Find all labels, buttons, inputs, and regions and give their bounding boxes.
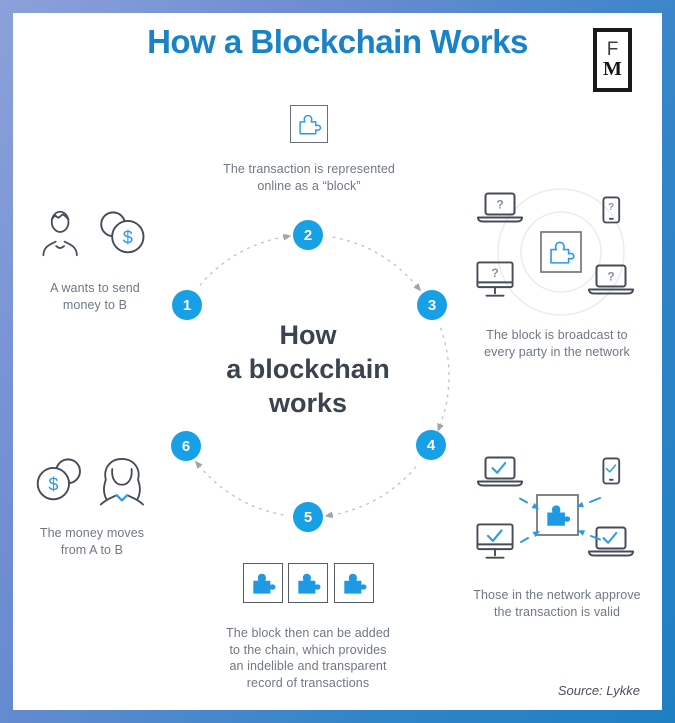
arrowhead-to-4 [437, 423, 444, 432]
arc-1-2 [199, 236, 284, 286]
question-mark-icon: ? [496, 198, 503, 212]
block-filled-icon [243, 563, 283, 603]
checkmark-icon [115, 494, 129, 502]
arrowhead-to-6 [194, 460, 203, 469]
coins-icon: $ [100, 211, 145, 254]
coins-icon: $ [36, 458, 81, 501]
step4-icons [476, 456, 634, 559]
step1-number-badge: 1 [172, 290, 202, 320]
laptop-icon [477, 456, 523, 487]
cycle-arrows-diagram [194, 233, 450, 519]
laptop-icon [588, 526, 634, 557]
approve-arrow-icon [576, 497, 601, 508]
monitor-icon [476, 523, 514, 559]
step6-number-badge: 6 [171, 431, 201, 461]
block-outline-icon [540, 231, 582, 273]
checkmark-icon [605, 464, 617, 473]
step4-number-badge: 4 [416, 430, 446, 460]
block-filled-icon [536, 494, 579, 536]
puzzle-filled-icon [547, 505, 571, 526]
step6-icons: $ [36, 458, 145, 506]
arc-2-3 [332, 236, 417, 286]
checkmark-icon [602, 531, 618, 544]
step5-caption: The block then can be added to the chain… [226, 626, 390, 690]
step3-caption: The block is broadcast to every party in… [484, 328, 630, 359]
fm-logo-letter-f: F [606, 38, 619, 60]
arc-3-4 [439, 327, 450, 425]
question-mark-icon: ? [607, 270, 614, 284]
puzzle-filled-icon [298, 573, 321, 594]
dollar-sign-icon: $ [123, 227, 133, 247]
question-mark-icon: ? [608, 202, 614, 213]
center-label: How a blockchain works [226, 320, 390, 418]
step6-caption: The money moves from A to B [39, 526, 145, 557]
approve-arrow-icon [519, 497, 540, 509]
checkmark-icon [486, 529, 503, 542]
arrowhead-to-5 [324, 511, 334, 519]
approve-arrow-icon [577, 530, 601, 541]
step3-number-badge: 3 [417, 290, 447, 320]
question-mark-icon: ? [491, 266, 498, 280]
laptop-icon [588, 264, 634, 295]
phone-icon [602, 457, 621, 485]
laptop-icon [477, 192, 523, 223]
step5-number-badge: 5 [293, 502, 323, 532]
person-icon [99, 458, 145, 506]
step1-caption: A wants to send money to B [50, 281, 140, 312]
puzzle-filled-icon [253, 573, 276, 594]
network-rings-icon [497, 188, 625, 316]
block-filled-icon [334, 563, 374, 603]
arrowhead-to-3 [413, 283, 422, 292]
monitor-icon [476, 261, 514, 297]
step3-icons: ? ? ? ? [476, 188, 634, 316]
dollar-sign-icon: $ [48, 474, 58, 494]
fm-logo: F M [593, 28, 632, 92]
phone-icon [602, 196, 621, 224]
block-outline-icon [290, 105, 328, 143]
page-title: How a Blockchain Works [147, 23, 528, 60]
approve-arrow-icon [520, 531, 541, 543]
step4-caption: Those in the network approve the transac… [473, 588, 641, 619]
person-icon [42, 210, 78, 257]
block-filled-icon [288, 563, 328, 603]
fm-logo-letter-m: M [603, 58, 622, 81]
source-credit: Source: Lykke [557, 683, 640, 698]
arc-5-6 [199, 466, 284, 516]
puzzle-outline-icon [299, 114, 321, 135]
arc-4-5 [332, 466, 417, 516]
step2-number-badge: 2 [293, 220, 323, 250]
puzzle-filled-icon [344, 573, 367, 594]
puzzle-outline-icon [550, 241, 575, 264]
checkmark-icon [491, 461, 507, 474]
arrowhead-to-2 [282, 233, 292, 241]
step2-caption: The transaction is represented online as… [223, 162, 395, 193]
step1-icons: $ [42, 210, 145, 257]
